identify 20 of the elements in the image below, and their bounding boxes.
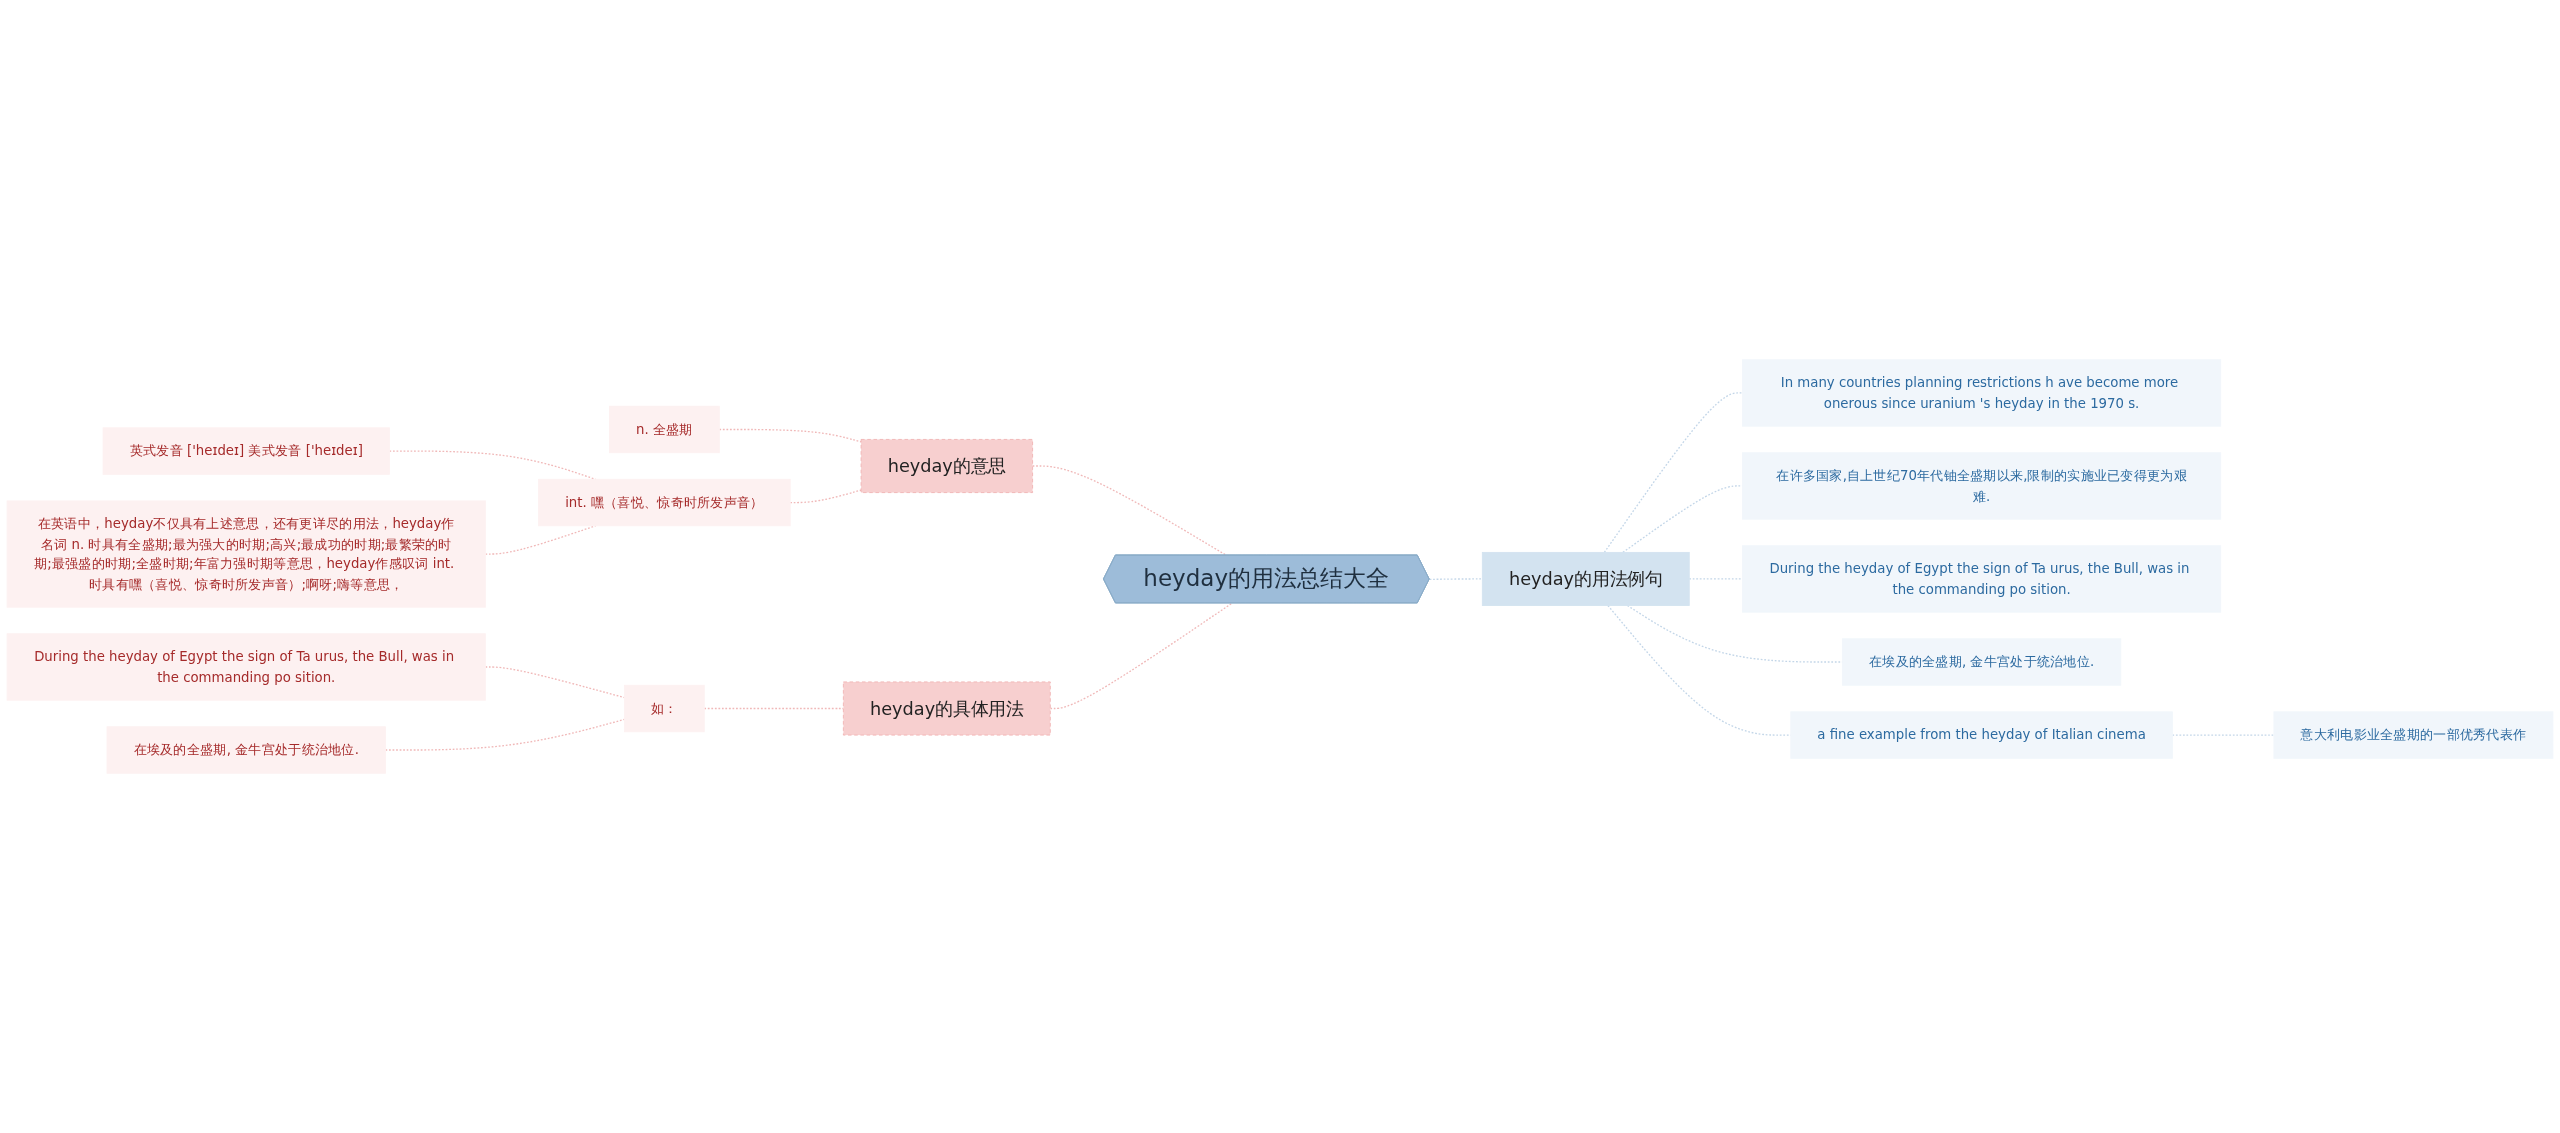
node-box: heyday的具体用法 bbox=[842, 681, 1051, 736]
connector bbox=[1031, 465, 1228, 557]
node-box: heyday的用法例句 bbox=[1481, 551, 1690, 606]
node-box: a fine example from the heyday of Italian cinema bbox=[1790, 711, 2173, 759]
node-box: 如： bbox=[624, 684, 705, 733]
node-box: 意大利电影业全盛期的一部优秀代表作 bbox=[2273, 711, 2554, 759]
node-box: n. 全盛期 bbox=[609, 405, 720, 454]
node-box: In many countries planning restrictions h ave become more onerous since uranium 's heyday in the 1970 s. bbox=[1741, 359, 2222, 427]
node-box: heyday的意思 bbox=[860, 439, 1034, 494]
node-box: 在英语中，heyday不仅具有上述意思，还有更详尽的用法，heyday作名词 n. 时具有全盛期;最为强大的时期;高兴;最成功的时期;最繁荣的时期;最强盛的时期;全盛时期;年富力强时期等意思，heyday作感叹词 int. 时具有嘿（喜悦、惊奇时所发声音）;啊呀;嗨等意思， bbox=[6, 500, 486, 608]
connector bbox=[718, 428, 862, 443]
node-box: 在许多国家,自上世纪70年代铀全盛期以来,限制的实施业已变得更为艰难. bbox=[1741, 452, 2222, 520]
node-box: During the heyday of Egypt the sign of Ta urus, the Bull, was in the commanding po sition. bbox=[1741, 545, 2222, 613]
node-box: int. 嘿（喜悦、惊奇时所发声音） bbox=[538, 478, 791, 527]
node-box: 在埃及的全盛期, 金牛宫处于统治地位. bbox=[1841, 638, 2122, 686]
connector bbox=[1428, 578, 1483, 581]
node-box: During the heyday of Egypt the sign of Ta urus, the Bull, was in the commanding po sition. bbox=[6, 633, 486, 701]
connector bbox=[1603, 392, 1744, 554]
node-box: 英式发音 ['heɪdeɪ] 美式发音 ['heɪdeɪ] bbox=[102, 427, 390, 475]
node-box: 在埃及的全盛期, 金牛宫处于统治地位. bbox=[106, 726, 386, 774]
